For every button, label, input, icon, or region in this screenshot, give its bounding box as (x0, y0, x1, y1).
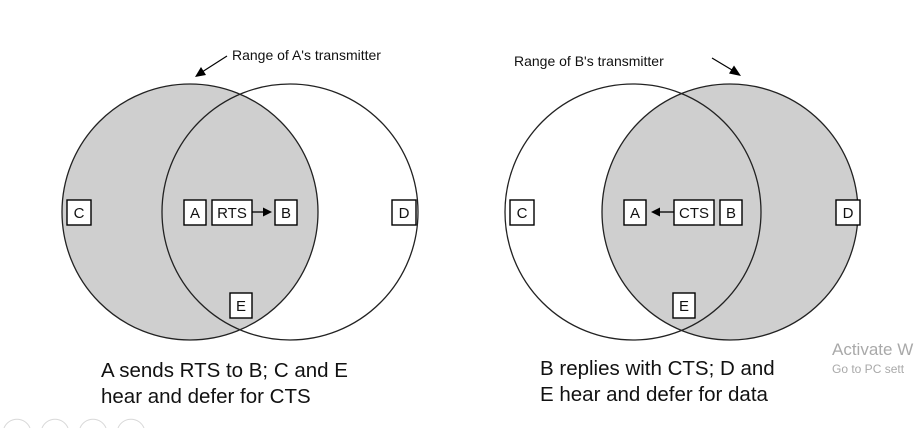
node-e-box (672, 292, 696, 319)
range-a-circle (504, 83, 762, 341)
node-b-box (274, 199, 298, 226)
node-c-box (509, 199, 535, 226)
node-d-box (835, 199, 861, 226)
range-label-pointer (201, 55, 228, 73)
rts-arrowhead (263, 207, 272, 217)
rts-label: RTS (217, 205, 247, 222)
range-label: Range of A's transmitter (232, 47, 381, 63)
node-d-label: D (399, 205, 410, 222)
node-e-label: E (679, 298, 689, 315)
range-label-arrowhead (729, 65, 741, 76)
range-label-pointer (711, 57, 733, 71)
node-a-box (623, 199, 647, 226)
node-b-label: B (281, 205, 291, 222)
node-a-label: A (630, 205, 640, 222)
left-caption-line-2: hear and defer for CTS (101, 385, 311, 408)
bottom-edge-arcs (3, 418, 145, 428)
edge-arc (41, 418, 69, 428)
edge-arc (117, 418, 145, 428)
activation-watermark: Activate W Go to PC sett (832, 340, 913, 378)
right-scenario: Range of B's transmitter C A CTS B D E (504, 53, 861, 341)
edge-arc (79, 418, 107, 428)
left-scenario: Range of A's transmitter C A RTS B D E (61, 47, 419, 341)
rts-box (211, 199, 253, 226)
right-caption-line-2: E hear and defer for data (540, 383, 768, 406)
node-a-label: A (190, 205, 200, 222)
right-caption-line-1: B replies with CTS; D and (540, 357, 775, 380)
range-b-circle (161, 83, 419, 341)
node-c-label: C (74, 205, 85, 222)
cts-label: CTS (679, 205, 709, 222)
left-caption-line-1: A sends RTS to B; C and E (101, 359, 348, 382)
cts-arrowhead (651, 207, 660, 217)
node-c-label: C (517, 205, 528, 222)
node-d-box (391, 199, 417, 226)
range-label-arrowhead (195, 67, 206, 77)
cts-box (673, 199, 715, 226)
node-d-label: D (843, 205, 854, 222)
node-b-box (719, 199, 743, 226)
left-caption: A sends RTS to B; C and E hear and defer… (101, 358, 348, 410)
edge-arc (3, 418, 31, 428)
node-e-label: E (236, 298, 246, 315)
node-e-box (229, 292, 253, 319)
node-c-box (66, 199, 92, 226)
right-caption: B replies with CTS; D and E hear and def… (540, 356, 775, 408)
node-a-box (183, 199, 207, 226)
watermark-line-2: Go to PC sett (832, 362, 905, 376)
watermark-line-1: Activate W (832, 340, 914, 359)
node-b-label: B (726, 205, 736, 222)
range-label: Range of B's transmitter (514, 53, 664, 69)
